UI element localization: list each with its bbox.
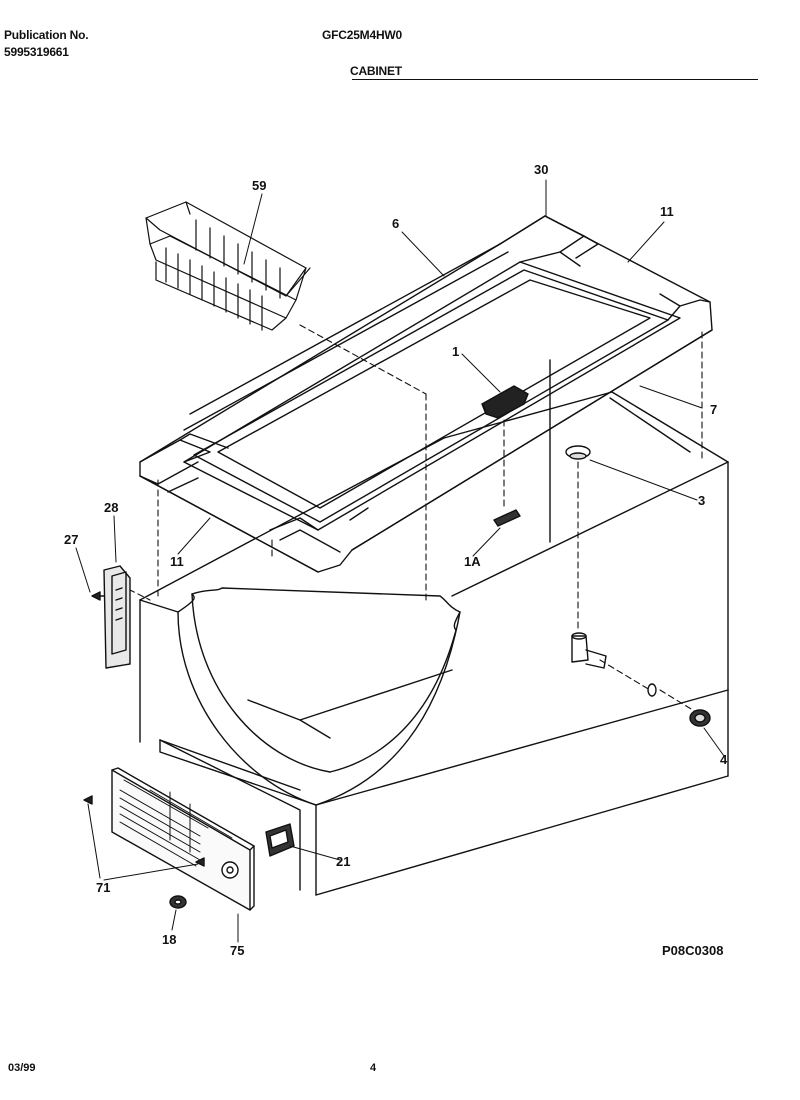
wire-basket xyxy=(145,201,311,331)
cabinet-body xyxy=(139,391,729,896)
callout-11-left: 11 xyxy=(170,554,184,569)
explode-lines xyxy=(119,324,703,713)
callout-3: 3 xyxy=(698,493,705,508)
callout-1: 1 xyxy=(452,344,459,359)
connector-part xyxy=(265,823,295,857)
callout-4: 4 xyxy=(720,752,728,767)
callout-59: 59 xyxy=(252,178,266,193)
footer-page-number: 4 xyxy=(370,1062,377,1074)
drain-assembly xyxy=(565,445,711,727)
callout-30: 30 xyxy=(534,162,548,177)
callout-71: 71 xyxy=(96,880,110,895)
callout-28: 28 xyxy=(104,500,118,515)
section-title: CABINET xyxy=(350,64,402,78)
callout-11-top: 11 xyxy=(660,204,674,219)
callout-27: 27 xyxy=(64,532,78,547)
callout-7: 7 xyxy=(710,402,717,417)
strike-part xyxy=(493,509,521,527)
grille-assembly xyxy=(83,739,301,911)
lid-handle xyxy=(481,385,529,419)
callout-21: 21 xyxy=(336,854,350,869)
callout-18: 18 xyxy=(162,932,176,947)
header-rule xyxy=(352,79,758,80)
leader-lines xyxy=(75,179,725,943)
model-number: GFC25M4HW0 xyxy=(322,28,403,42)
publication-label: Publication No. xyxy=(4,28,89,42)
footer-date: 03/99 xyxy=(8,1062,36,1074)
drawing-code: P08C0308 xyxy=(662,943,723,958)
publication-number: 5995319661 xyxy=(4,45,69,59)
hinge-assembly xyxy=(91,565,131,669)
callout-75: 75 xyxy=(230,943,244,958)
callout-1A: 1A xyxy=(464,554,481,569)
callout-6: 6 xyxy=(392,216,399,231)
